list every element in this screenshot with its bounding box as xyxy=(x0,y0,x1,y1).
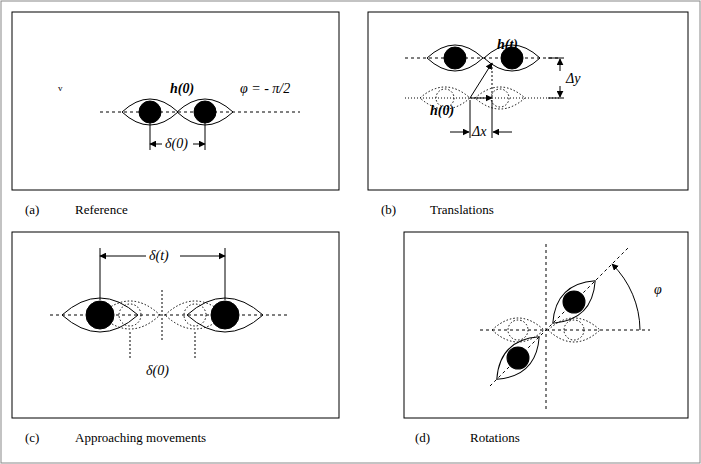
vector-label: h(t) xyxy=(497,38,518,52)
panel-frame xyxy=(368,12,688,190)
panel-letter: (d) xyxy=(415,431,430,444)
dimension-label: δ(0) xyxy=(145,364,170,378)
panel-frame xyxy=(404,232,688,418)
angle-label: φ xyxy=(654,283,662,297)
vector-label: h(0) xyxy=(170,82,194,96)
eye-shape xyxy=(488,328,549,389)
panel-caption: Translations xyxy=(430,203,494,216)
dimension-label: Δy xyxy=(565,72,581,86)
eye-shape xyxy=(544,272,605,333)
stray-mark: v xyxy=(58,84,63,93)
angle-label: φ = - π/2 xyxy=(240,82,290,96)
dimension-label: Δx xyxy=(471,125,487,139)
vector-label: h(0) xyxy=(430,104,454,118)
panel-caption: Rotations xyxy=(470,431,520,444)
panel-frame xyxy=(12,12,339,190)
panel-caption: Reference xyxy=(75,203,128,216)
dimension-label: δ(t) xyxy=(148,249,170,263)
eye-shape xyxy=(548,318,600,342)
panel-letter: (b) xyxy=(381,203,396,216)
guide-lines xyxy=(50,58,650,410)
dimension-label: δ(0) xyxy=(164,137,189,151)
panel-frame xyxy=(12,232,339,418)
panel-caption: Approaching movements xyxy=(75,431,206,444)
panel-letter: (a) xyxy=(25,203,39,216)
panel-letter: (c) xyxy=(25,431,39,444)
